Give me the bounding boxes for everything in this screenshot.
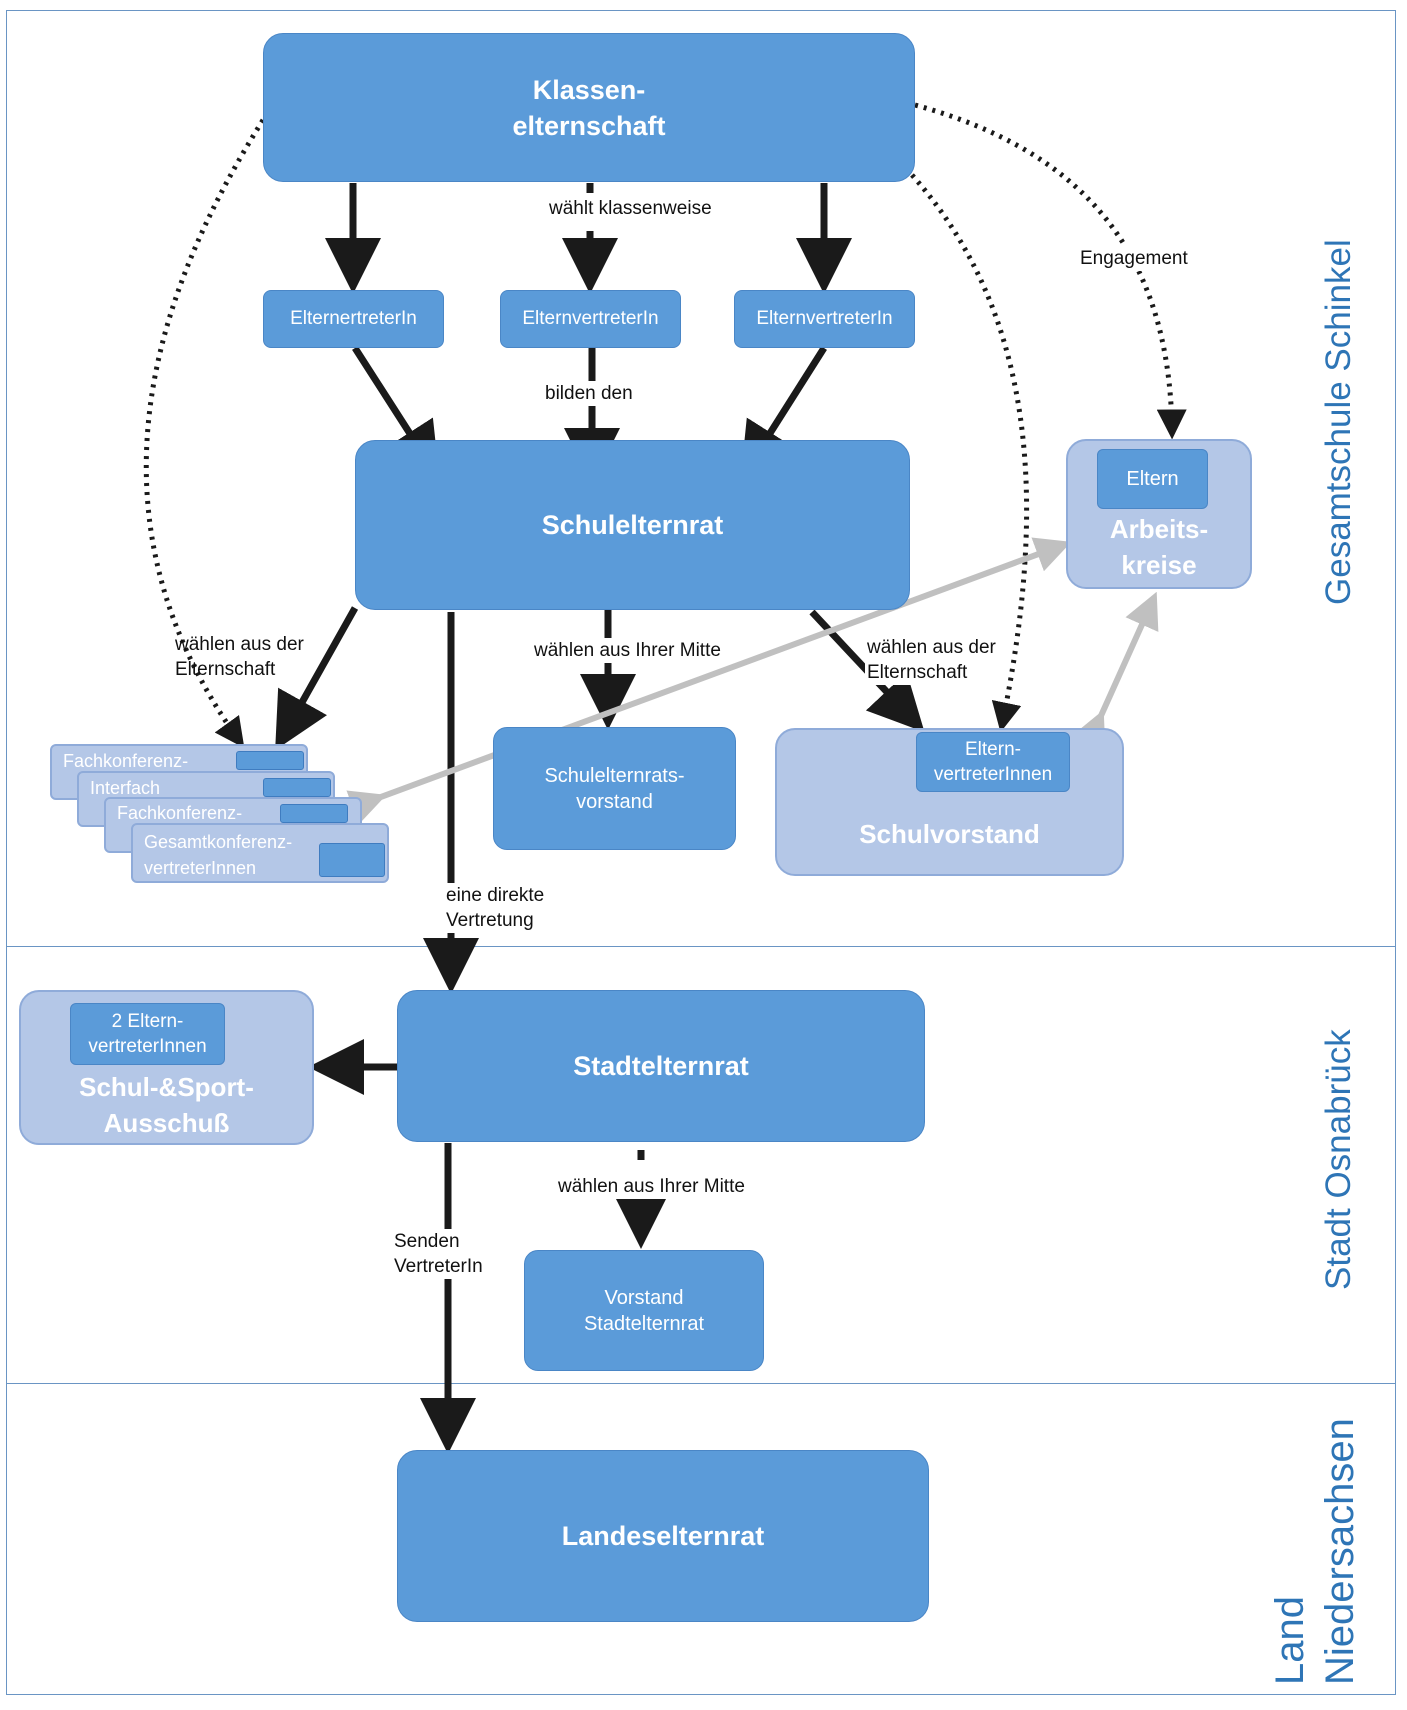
section-divider-school-city <box>6 946 1396 947</box>
label-engagement: Engagement <box>1078 246 1190 271</box>
label-senden-vertreterin: Senden VertreterIn <box>392 1229 485 1279</box>
konferenz-card-3-label: Fachkonferenz- <box>117 803 243 823</box>
node-ausschuss-inner: 2 Eltern- vertreterInnen <box>70 1003 225 1065</box>
konferenz-card-2-chip <box>263 778 331 797</box>
node-ausschuss-label: Schul-&Sport- Ausschuß <box>79 1072 254 1138</box>
node-klassenelternschaft: Klassen- elternschaft <box>263 33 915 182</box>
konferenz-card-3-chip <box>280 804 348 823</box>
node-ausschuss: 2 Eltern- vertreterInnen Schul-&Sport- A… <box>19 990 314 1145</box>
node-vorstand-stadtelternrat-label: Vorstand Stadtelternrat <box>583 1286 705 1335</box>
label-eine-direkte-vertretung: eine direkte Vertretung <box>444 883 547 933</box>
section-label-land: Land Niedersachsen <box>1268 1418 1362 1685</box>
node-stadtelternrat-label: Stadtelternrat <box>573 1051 749 1081</box>
label-waehlt-klassenweise: wählt klassenweise <box>547 196 714 221</box>
node-arbeitskreise-label: Arbeits- kreise <box>1109 514 1209 580</box>
node-schulelternrat-label: Schulelternrat <box>541 510 724 540</box>
konferenz-card-4: Gesamtkonferenz- vertreterInnen <box>131 823 389 883</box>
node-landeselternrat-label: Landeselternrat <box>561 1521 765 1551</box>
node-schulvorstand-label: Schulvorstand <box>859 819 1040 849</box>
edge-dotted-to-konferenz <box>143 118 266 749</box>
edge-grey-schulvorstand-arbeitskreise <box>1072 591 1159 751</box>
node-arbeitskreise: Eltern Arbeits- kreise <box>1066 439 1252 589</box>
edge-schulelternrat-to-konferenz <box>275 606 359 751</box>
diagram-frame <box>6 10 1396 1695</box>
konferenz-card-1-label: Fachkonferenz- <box>63 751 189 771</box>
label-waehlen-aus-ihrer-mitte-1: wählen aus Ihrer Mitte <box>532 638 723 663</box>
label-waehlen-aus-der-elternschaft-left: wählen aus der Elternschaft <box>175 634 304 680</box>
node-vertreter-2-label: ElternvertreterIn <box>522 308 659 329</box>
konferenz-card-4-label: Gesamtkonferenz- vertreterInnen <box>144 832 293 878</box>
node-schulelternratsvorstand: Schulelternrats- vorstand <box>493 727 736 850</box>
label-waehlen-aus-der-elternschaft-right: wählen aus der Elternschaft <box>865 635 998 685</box>
node-ausschuss-inner-label: 2 Eltern- vertreterInnen <box>88 1011 207 1057</box>
node-schulvorstand: Eltern- vertreterInnen Schulvorstand <box>775 728 1124 876</box>
node-schulvorstand-inner-label: Eltern- vertreterInnen <box>933 739 1053 785</box>
node-vertreter-3: ElternvertreterIn <box>734 290 915 348</box>
edge-dotted-to-schulvorstand <box>910 173 1030 733</box>
node-vertreter-2: ElternvertreterIn <box>500 290 681 348</box>
node-vertreter-3-label: ElternvertreterIn <box>756 308 893 329</box>
edge-grey-konferenz-arbeitskreise <box>346 537 1072 825</box>
label-waehlen-aus-ihrer-mitte-2: wählen aus Ihrer Mitte <box>556 1174 747 1199</box>
node-landeselternrat: Landeselternrat <box>397 1450 929 1622</box>
node-klassenelternschaft-label: Klassen- elternschaft <box>512 74 666 141</box>
node-vertreter-1: ElternertreterIn <box>263 290 444 348</box>
node-schulelternratsvorstand-label: Schulelternrats- vorstand <box>544 764 685 813</box>
node-stadtelternrat: Stadtelternrat <box>397 990 925 1142</box>
konferenz-card-2-label: Interfach <box>90 778 161 798</box>
node-schulelternrat: Schulelternrat <box>355 440 910 610</box>
konferenz-card-1-chip <box>236 751 304 770</box>
section-label-schule: Gesamtschule Schinkel <box>1319 239 1358 605</box>
section-divider-city-state <box>6 1383 1396 1384</box>
label-bilden-den: bilden den <box>543 381 635 406</box>
node-vertreter-1-label: ElternertreterIn <box>290 308 417 329</box>
node-vorstand-stadtelternrat: Vorstand Stadtelternrat <box>524 1250 764 1371</box>
node-arbeitskreise-inner-label: Eltern <box>1126 467 1179 490</box>
node-arbeitskreise-inner: Eltern <box>1097 449 1208 509</box>
node-schulvorstand-inner: Eltern- vertreterInnen <box>916 732 1070 792</box>
section-label-stadt: Stadt Osnabrück <box>1319 1029 1358 1290</box>
konferenz-card-4-chip <box>319 843 385 877</box>
